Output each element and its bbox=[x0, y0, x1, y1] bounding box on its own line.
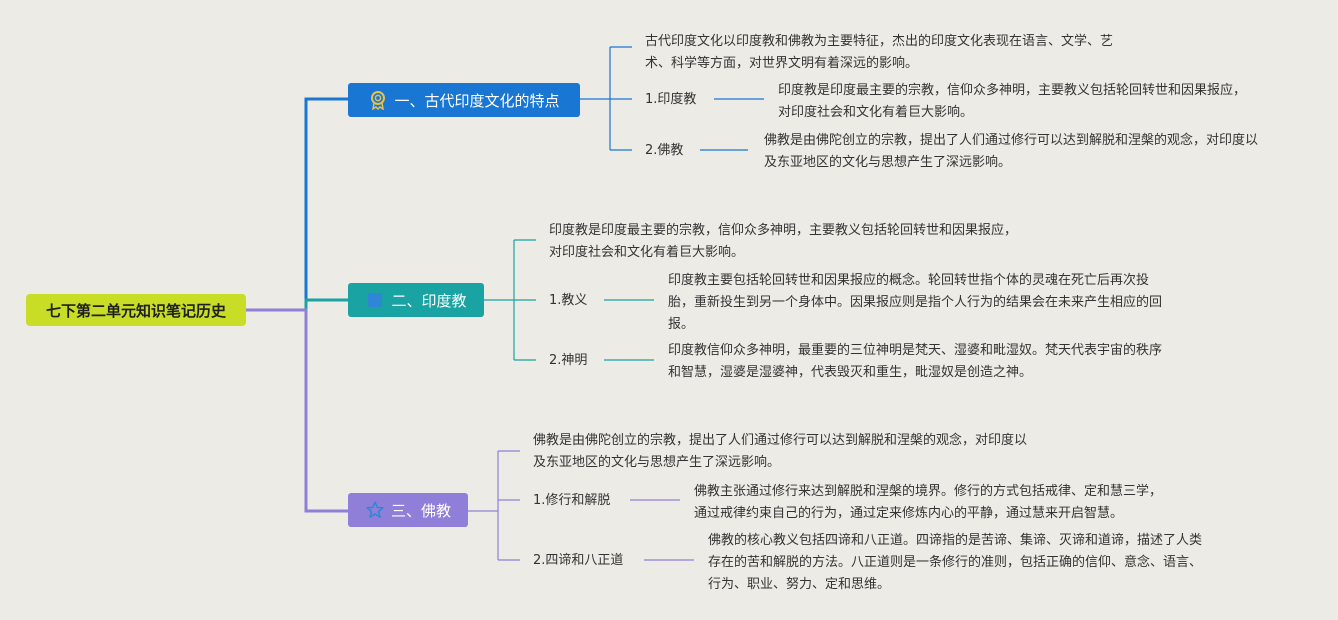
branch-1-item-1-label[interactable]: 1.印度教 bbox=[645, 92, 697, 107]
star-icon bbox=[366, 501, 384, 518]
branch-1-summary: 古代印度文化以印度教和佛教为主要特征，杰出的印度文化表现在语言、文学、艺术、科学… bbox=[645, 34, 1114, 71]
branch-3-summary: 佛教是由佛陀创立的宗教，提出了人们通过修行可以达到解脱和涅槃的观念，对印度以及东… bbox=[533, 433, 1028, 470]
branch-2-item-2-text: 印度教信仰众多神明，最重要的三位神明是梵天、湿婆和毗湿奴。梵天代表宇宙的秩序和智… bbox=[668, 343, 1163, 380]
connector-branch-1 bbox=[246, 97, 348, 312]
root-topic-label: 七下第二单元知识笔记历史 bbox=[45, 301, 226, 320]
branch-3-item-2-label[interactable]: 2.四谛和八正道 bbox=[533, 553, 624, 568]
branch-3-item-1-label[interactable]: 1.修行和解脱 bbox=[533, 493, 611, 508]
branch-2-item-1-label[interactable]: 1.教义 bbox=[549, 293, 588, 308]
branch-topic-3[interactable]: 三、佛教 bbox=[348, 493, 468, 527]
branch-title-2: 二、印度教 bbox=[391, 291, 467, 310]
connectors-branch-2 bbox=[484, 239, 654, 361]
root-topic[interactable]: 七下第二单元知识笔记历史 bbox=[26, 294, 246, 326]
square-icon bbox=[368, 293, 383, 307]
branch-1-item-1-text: 印度教是印度最主要的宗教，信仰众多神明，主要教义包括轮回转世和因果报应，对印度社… bbox=[778, 83, 1247, 120]
connector-branch-3 bbox=[246, 308, 348, 513]
branch-1-item-2-label[interactable]: 2.佛教 bbox=[645, 143, 684, 158]
branch-1-item-2-text: 佛教是由佛陀创立的宗教，提出了人们通过修行可以达到解脱和涅槃的观念，对印度以及东… bbox=[764, 133, 1259, 170]
branch-title-3: 三、佛教 bbox=[390, 501, 451, 520]
award-ribbon-icon bbox=[371, 91, 386, 110]
branch-topic-1[interactable]: 一、古代印度文化的特点 bbox=[348, 83, 580, 117]
branch-3-item-1-text: 佛教主张通过修行来达到解脱和涅槃的境界。修行的方式包括戒律、定和慧三学，通过戒律… bbox=[694, 484, 1163, 521]
branch-2-item-2-label[interactable]: 2.神明 bbox=[549, 353, 588, 368]
branch-title-1: 一、古代印度文化的特点 bbox=[394, 91, 560, 110]
branch-2-item-1-text: 印度教主要包括轮回转世和因果报应的概念。轮回转世指个体的灵魂在死亡后再次投胎，重… bbox=[668, 273, 1163, 332]
connectors-branch-1 bbox=[580, 46, 764, 151]
branch-topic-2[interactable]: 二、印度教 bbox=[348, 283, 484, 317]
connectors-branch-3 bbox=[468, 450, 694, 561]
branch-2-summary: 印度教是印度最主要的宗教，信仰众多神明，主要教义包括轮回转世和因果报应，对印度社… bbox=[549, 223, 1018, 260]
branch-3-item-2-text: 佛教的核心教义包括四谛和八正道。四谛指的是苦谛、集谛、灭谛和道谛，描述了人类存在… bbox=[708, 533, 1203, 592]
